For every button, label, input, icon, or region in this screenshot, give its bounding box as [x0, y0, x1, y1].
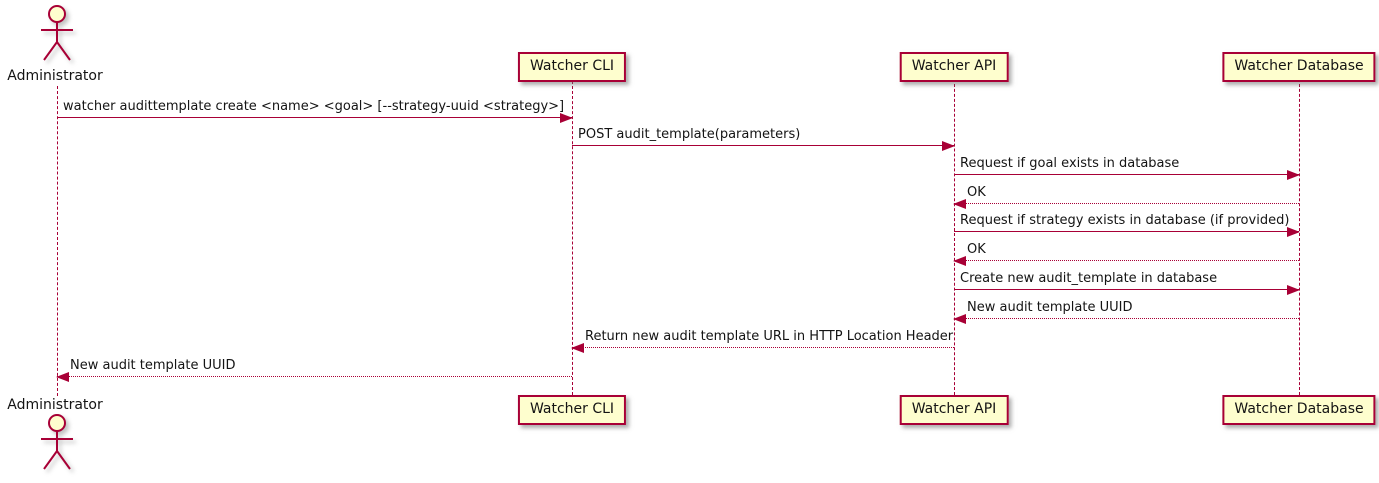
arrowhead-icon [953, 199, 966, 209]
message-label: OK [967, 185, 986, 200]
message-request-goal-exists: Request if goal exists in database [954, 154, 1300, 180]
message-new-audit-template-uuid-db: New audit template UUID [953, 298, 1299, 324]
lifeline-watcher-api [954, 79, 955, 395]
participant-watcher-api-top: Watcher API [899, 52, 1009, 82]
actor-label-top: Administrator [7, 68, 103, 84]
arrowhead-icon [560, 113, 573, 123]
participant-watcher-cli-bottom: Watcher CLI [517, 395, 627, 425]
message-new-audit-template-uuid-admin: New audit template UUID [56, 356, 572, 382]
lifeline-watcher-cli [572, 81, 573, 395]
message-line [954, 289, 1299, 290]
message-line [954, 231, 1299, 232]
message-line [57, 117, 572, 118]
actor-icon-bottom [41, 414, 73, 470]
actor-icon-top [41, 5, 73, 61]
lifeline-administrator [57, 86, 58, 396]
message-create-audit-template-db: Create new audit_template in database [954, 269, 1300, 295]
message-label: New audit template UUID [70, 358, 236, 373]
message-label: POST audit_template(parameters) [578, 127, 801, 142]
arrowhead-icon [1287, 227, 1300, 237]
message-line [572, 145, 954, 146]
message-label: OK [967, 242, 986, 257]
arrowhead-icon [953, 256, 966, 266]
actor-label-bottom: Administrator [7, 397, 103, 413]
arrowhead-icon [571, 343, 584, 353]
arrowhead-icon [1287, 170, 1300, 180]
message-request-strategy-exists: Request if strategy exists in database (… [954, 211, 1300, 237]
arrowhead-icon [1287, 285, 1300, 295]
message-label: New audit template UUID [967, 300, 1133, 315]
message-post-audit-template: POST audit_template(parameters) [572, 125, 955, 151]
message-label: watcher audittemplate create <name> <goa… [63, 99, 565, 114]
message-line [954, 174, 1299, 175]
message-line [57, 376, 572, 377]
participant-watcher-database-top: Watcher Database [1222, 52, 1376, 82]
message-ok-goal: OK [953, 183, 1299, 209]
message-label: Request if strategy exists in database (… [960, 213, 1290, 228]
participant-watcher-database-bottom: Watcher Database [1222, 395, 1376, 425]
message-line [954, 260, 1299, 261]
lifeline-watcher-database [1299, 79, 1300, 395]
message-label: Create new audit_template in database [960, 271, 1218, 286]
participant-watcher-api-bottom: Watcher API [899, 395, 1009, 425]
message-label: Request if goal exists in database [960, 156, 1180, 171]
message-label: Return new audit template URL in HTTP Lo… [585, 329, 954, 344]
arrowhead-icon [942, 141, 955, 151]
message-line [572, 347, 954, 348]
message-ok-strategy: OK [953, 240, 1299, 266]
participant-watcher-cli-top: Watcher CLI [517, 52, 627, 82]
message-return-url-location-header: Return new audit template URL in HTTP Lo… [571, 327, 954, 353]
arrowhead-icon [953, 314, 966, 324]
message-create-audittemplate: watcher audittemplate create <name> <goa… [57, 97, 573, 123]
message-line [954, 203, 1299, 204]
message-line [954, 318, 1299, 319]
arrowhead-icon [56, 372, 69, 382]
